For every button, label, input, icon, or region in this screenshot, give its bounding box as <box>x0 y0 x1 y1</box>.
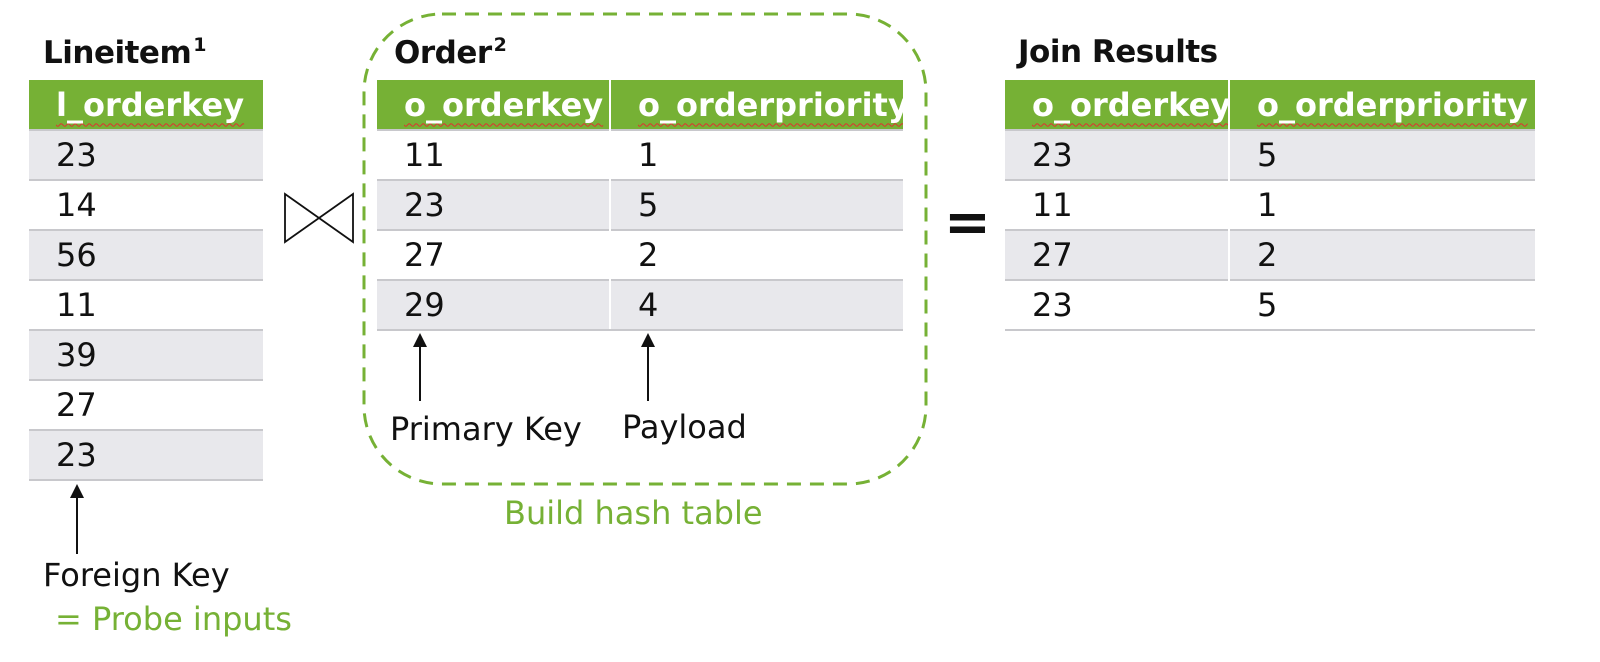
join-cell: 23 <box>1005 129 1230 180</box>
order-cell: 23 <box>377 179 611 230</box>
lineitem-cell: 11 <box>29 279 263 330</box>
payload-arrow <box>641 333 655 401</box>
foreign-key-label: Foreign Key <box>43 556 230 594</box>
foreign-key-arrow <box>70 484 84 554</box>
order-cell: 27 <box>377 229 611 280</box>
join-bowtie-icon <box>284 192 354 244</box>
order-header-priority: o_orderpriority <box>610 80 903 130</box>
table-row: 23 <box>29 429 263 481</box>
order-cell: 4 <box>610 279 903 331</box>
order-cell: 2 <box>610 229 903 280</box>
order-cell: 11 <box>377 129 611 180</box>
table-row: 56 <box>29 229 263 280</box>
order-cell: 5 <box>610 179 903 230</box>
join-cell: 23 <box>1005 279 1230 331</box>
equals-sign: = <box>944 190 991 255</box>
order-cell: 29 <box>377 279 611 331</box>
lineitem-cell: 23 <box>29 129 263 180</box>
order-header-key: o_orderkey <box>377 80 611 130</box>
lineitem-cell: 14 <box>29 179 263 230</box>
primary-key-label: Primary Key <box>390 410 582 448</box>
join-cell: 2 <box>1229 229 1535 280</box>
join-cell: 27 <box>1005 229 1230 280</box>
join-header-key: o_orderkey <box>1005 80 1230 130</box>
lineitem-cell: 27 <box>29 379 263 430</box>
table-row: 14 <box>29 179 263 230</box>
lineitem-cell: 23 <box>29 429 263 481</box>
order-cell: 1 <box>610 129 903 180</box>
join-cell: 5 <box>1229 129 1535 180</box>
join-cell: 11 <box>1005 179 1230 230</box>
table-row: 11 <box>29 279 263 330</box>
payload-label: Payload <box>622 408 747 446</box>
primary-key-arrow <box>413 333 427 401</box>
lineitem-table: l_orderkey 23 14 56 11 39 27 23 <box>29 80 263 481</box>
build-hash-table-label: Build hash table <box>504 494 763 532</box>
join-cell: 1 <box>1229 179 1535 230</box>
join-results-title: Join Results <box>1018 34 1218 70</box>
join-header-priority: o_orderpriority <box>1229 80 1535 130</box>
lineitem-cell: 56 <box>29 229 263 280</box>
probe-inputs-label: = Probe inputs <box>55 600 292 638</box>
lineitem-cell: 39 <box>29 329 263 380</box>
table-row: 39 <box>29 329 263 380</box>
lineitem-header: l_orderkey <box>29 80 263 130</box>
table-row: 27 <box>29 379 263 430</box>
join-cell: 5 <box>1229 279 1535 331</box>
table-row: 23 <box>29 129 263 180</box>
